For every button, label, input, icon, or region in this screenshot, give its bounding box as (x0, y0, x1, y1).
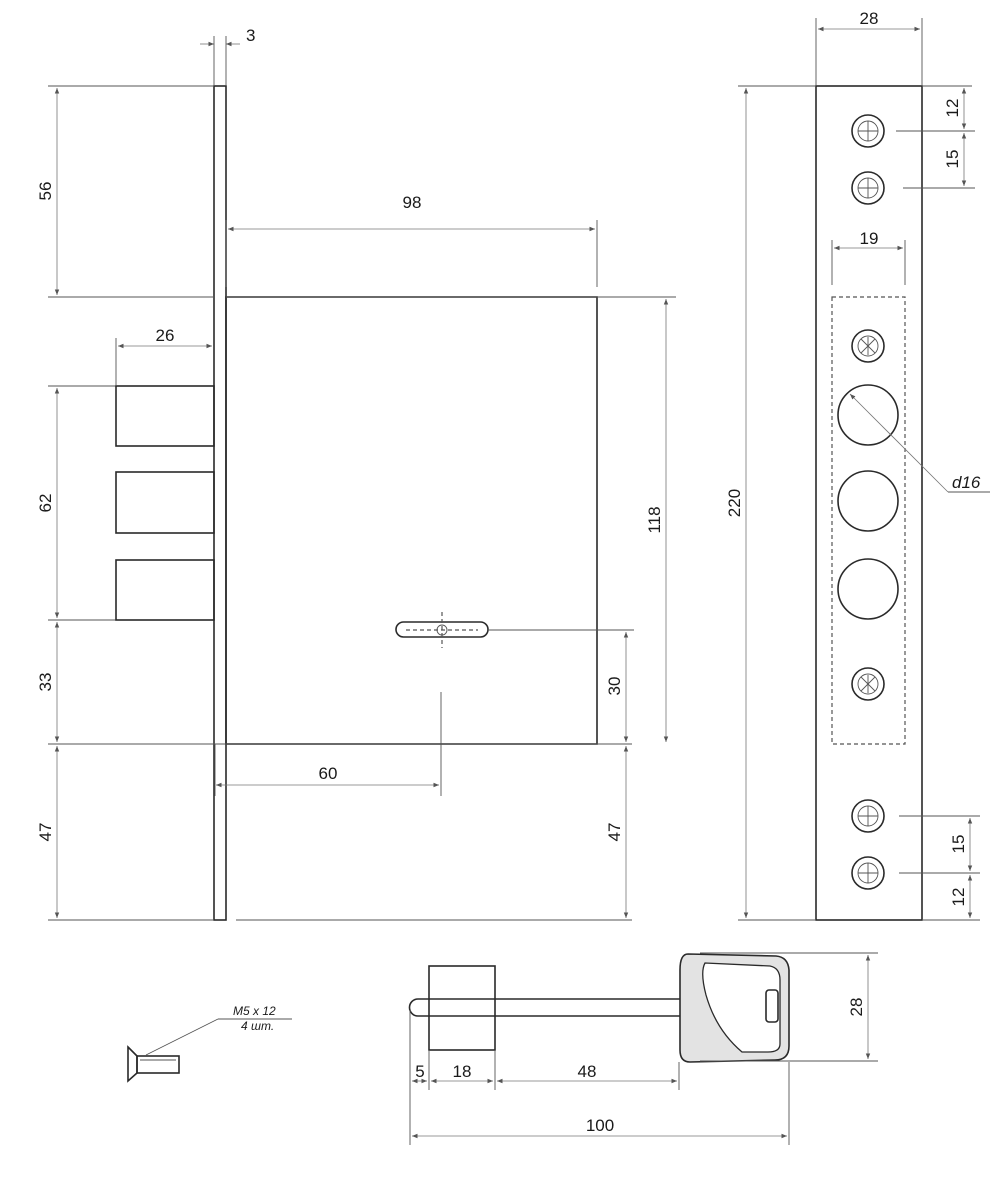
lock-case (225, 296, 598, 745)
dim-key-bit: 18 (453, 1062, 472, 1081)
faceplate-side (213, 85, 227, 921)
key-bit (428, 965, 496, 1051)
bolt-2 (115, 471, 215, 534)
dim-faceplate-height: 220 (725, 489, 744, 517)
dim-bolt-span: 62 (36, 494, 55, 513)
key (408, 952, 878, 1145)
dim-case-width: 98 (403, 193, 422, 212)
side-dimensions: 3 56 98 26 62 33 47 60 118 30 47 (36, 26, 669, 918)
screw-quantity: 4 шт. (241, 1019, 274, 1033)
dim-key-total: 100 (586, 1116, 614, 1135)
dim-hole-top-2: 15 (943, 150, 962, 169)
key-head-slot (765, 989, 779, 1023)
keyhole (395, 612, 634, 648)
dim-key-head-height: 28 (847, 998, 866, 1017)
mounting-hole-bottom-2 (851, 856, 885, 890)
screw: M5 x 12 4 шт. (127, 1004, 292, 1083)
dim-hole-bottom-1: 15 (949, 835, 968, 854)
mounting-hole-bottom-1 (851, 799, 885, 833)
dim-bottom-offset-right: 47 (605, 823, 624, 842)
dim-keyhole-height: 30 (605, 677, 624, 696)
bolt-opening-1 (837, 384, 899, 446)
lock-side-view (48, 85, 676, 921)
mounting-hole-top-1 (851, 114, 885, 148)
dim-faceplate-width: 28 (860, 9, 879, 28)
dim-key-tip: 5 (415, 1062, 424, 1081)
bolt-1 (115, 385, 215, 447)
front-dimensions: 28 220 12 15 19 d16 15 12 (725, 9, 981, 918)
dim-bolt-zone-width: 19 (860, 229, 879, 248)
dim-key-shank: 48 (578, 1062, 597, 1081)
bolt-opening-2 (837, 470, 899, 532)
dim-top-offset: 56 (36, 182, 55, 201)
dim-bottom-offset-left: 47 (36, 823, 55, 842)
case-screw-top (851, 329, 885, 363)
case-screw-bottom (851, 667, 885, 701)
bolt-3 (115, 559, 215, 621)
mounting-hole-top-2 (851, 171, 885, 205)
dim-faceplate-thickness: 3 (246, 26, 255, 45)
key-dimensions: 5 18 48 28 100 (412, 955, 871, 1139)
dim-hole-bottom-2: 12 (949, 888, 968, 907)
dim-hole-top-1: 12 (943, 99, 962, 118)
dim-bolt-to-bottom: 33 (36, 673, 55, 692)
bolt-zone-outline (831, 296, 906, 745)
screw-size: M5 x 12 (233, 1004, 276, 1018)
faceplate-front (815, 85, 923, 921)
dim-case-height: 118 (645, 506, 664, 533)
key-shank (408, 998, 682, 1017)
dim-backset: 60 (319, 764, 338, 783)
bolt-opening-3 (837, 558, 899, 620)
faceplate-front-view (738, 18, 990, 921)
dim-bolt-length: 26 (156, 326, 175, 345)
screw-head (127, 1045, 138, 1083)
screw-body (136, 1055, 180, 1074)
dim-bolt-diameter: d16 (952, 473, 981, 492)
